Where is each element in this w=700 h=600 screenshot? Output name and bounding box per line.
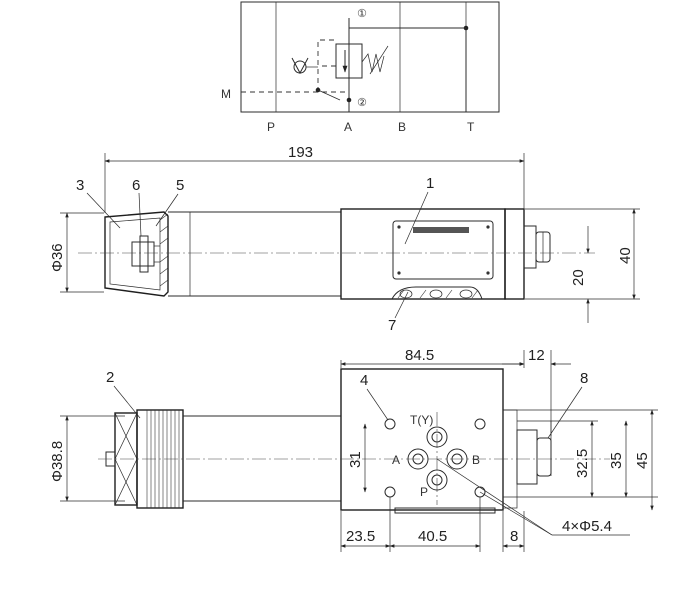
callout-8: 8 [580, 370, 588, 387]
leader-1 [404, 191, 429, 245]
valve-body [340, 208, 506, 300]
plug-head [536, 437, 552, 477]
dim-overall-length: 193 [288, 144, 313, 161]
dim-body-width: 84.5 [405, 347, 434, 364]
rivet [486, 225, 490, 229]
o-ring [459, 289, 473, 299]
dim-axis-20: 20 [570, 269, 587, 286]
leader-8 [547, 386, 583, 439]
leader-4 [366, 388, 389, 421]
schematic-frame [240, 1, 500, 113]
dim-plug-length: 12 [528, 347, 545, 364]
port-label-a: A [344, 120, 352, 134]
port-label-p: P [420, 485, 428, 499]
check-valve-ball [293, 60, 307, 74]
leader-5 [155, 193, 179, 227]
top-view: Φ38.8 T(Y) A B P 84.5 [49, 347, 658, 552]
dim-cap-diameter: Φ36 [49, 243, 66, 272]
mounting-hole [384, 418, 396, 430]
check-valve-seat [291, 57, 309, 75]
junction-dot [346, 97, 352, 103]
dim-height-32-5: 32.5 [574, 449, 591, 478]
leader-7 [394, 291, 409, 319]
o-ring [429, 289, 443, 299]
leader-2 [113, 385, 141, 419]
port-label-a: A [392, 453, 400, 467]
dim-height-40: 40 [617, 247, 634, 264]
port-label-b: B [398, 120, 406, 134]
lock-nut [139, 235, 149, 273]
leader-holes-2 [436, 458, 553, 536]
mounting-hole [384, 486, 396, 498]
nameplate-logo [413, 227, 469, 233]
port-label-t: T [467, 120, 475, 134]
nameplate [392, 220, 494, 280]
callout-3: 3 [76, 177, 84, 194]
spring-symbol [361, 53, 385, 73]
dim-offset-left: 23.5 [346, 528, 375, 545]
seal-pocket [391, 286, 483, 300]
rivet [397, 225, 401, 229]
port-label-m: M [221, 87, 231, 101]
o-ring [399, 289, 413, 299]
dim-hole-pitch: 40.5 [418, 528, 447, 545]
port-label-p: P [267, 120, 275, 134]
pilot-line [317, 39, 336, 92]
port-mark-1: ① [357, 7, 367, 20]
adjust-screw [131, 241, 155, 267]
callout-1: 1 [426, 175, 434, 192]
valve-symbol [335, 43, 363, 79]
hydraulic-schematic: ① ② M P A B T [221, 1, 500, 134]
plug-flange [516, 429, 538, 485]
mounting-hole [474, 418, 486, 430]
dim-port-pitch-v: 31 [347, 451, 364, 468]
holes-spec: 4×Φ5.4 [562, 518, 612, 535]
body-foot [394, 507, 496, 514]
dim-knob-diameter: Φ38.8 [49, 441, 66, 482]
hex-mark [114, 458, 138, 506]
rivet [397, 271, 401, 275]
check-line [317, 89, 341, 101]
port-label-t: T(Y) [410, 413, 433, 427]
callout-5: 5 [176, 177, 184, 194]
callout-4: 4 [360, 372, 368, 389]
side-view: 193 Φ36 [49, 144, 640, 334]
rivet [486, 271, 490, 275]
callout-2: 2 [106, 369, 114, 386]
dim-height-35: 35 [608, 452, 625, 469]
hex-mark [114, 412, 138, 460]
callout-7: 7 [388, 317, 396, 334]
adjust-arrow [369, 45, 389, 75]
plug-flange [523, 225, 537, 269]
body-end-plate [504, 208, 525, 300]
leader-holes [479, 491, 553, 536]
cap-housing [104, 211, 169, 297]
dim-offset-right: 8 [510, 528, 518, 545]
cap-inner [109, 217, 161, 291]
seal-hatching [397, 289, 479, 299]
leader-6 [138, 192, 142, 237]
port-label-b: B [472, 453, 480, 467]
callout-6: 6 [132, 177, 140, 194]
port-mark-2: ② [357, 96, 367, 109]
cap-hatching [159, 213, 169, 287]
dim-height-45: 45 [634, 452, 651, 469]
leader-3 [86, 192, 121, 229]
